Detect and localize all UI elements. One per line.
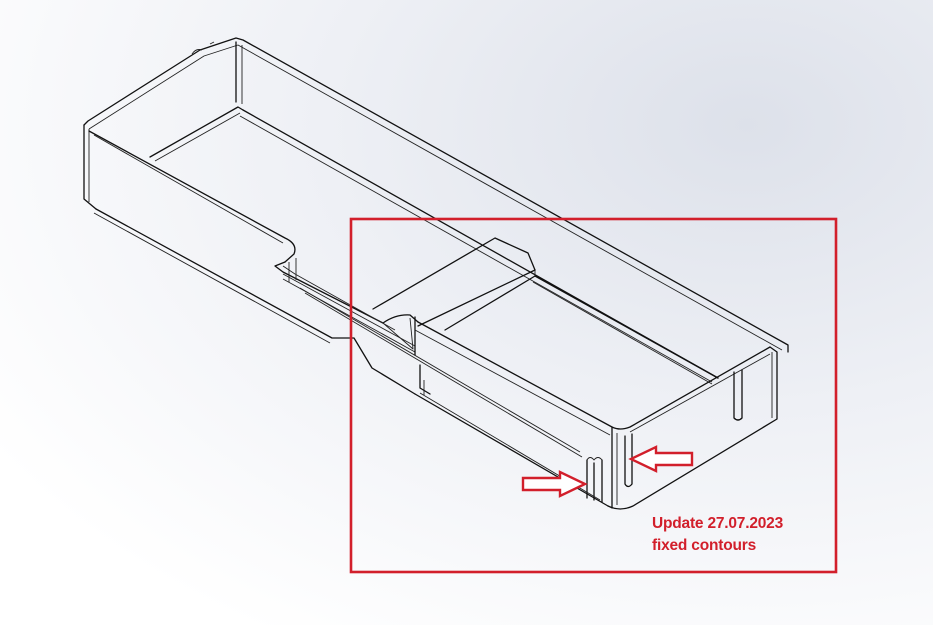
arrow-left-icon <box>628 445 694 473</box>
arrow-right-icon <box>521 470 588 498</box>
highlight-box <box>349 217 838 574</box>
annotation-note-description: fixed contours <box>652 537 756 554</box>
annotation-layer <box>349 217 838 574</box>
annotation-note-date: Update 27.07.2023 <box>652 515 784 532</box>
tray-part <box>83 37 789 510</box>
